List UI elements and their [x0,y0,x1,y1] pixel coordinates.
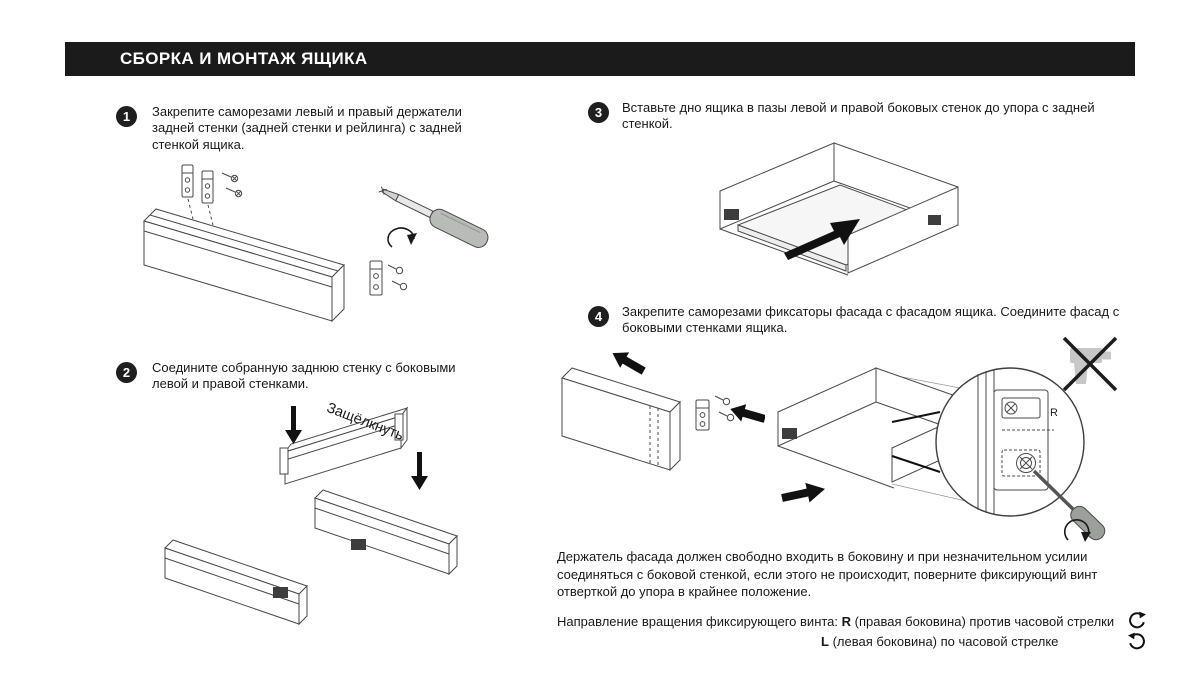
step-number: 1 [122,109,131,124]
assembled-back-panel [279,406,409,485]
page-title: СБОРКА И МОНТАЖ ЯЩИКА [120,49,368,68]
fixator-zoom-detail: R [935,367,1085,517]
fixator-r-label: R [1050,407,1058,419]
step-number: 4 [594,309,603,324]
step4-badge: 4 [588,306,609,327]
attach-arrow [612,352,646,375]
direction-l-text: (левая боковина) по часовой стрелке [832,634,1059,649]
drawer-left-wall [719,142,835,230]
direction-r-text: (правая боковина) против часовой стрелки [854,614,1115,629]
direction-label: Направление вращения фиксирующего винта: [557,614,839,629]
screw-icon [221,172,243,198]
step-number: 3 [594,105,603,120]
step-number: 2 [122,365,131,380]
direction-l-letter: L [821,634,829,649]
step3-badge: 3 [588,102,609,123]
step2-text: Соедините собранную заднюю стенку с боко… [152,360,456,392]
step3-illustration [719,142,959,276]
step1-illustration [143,164,489,323]
facade-fixator [695,395,735,431]
right-side-panel [314,489,458,576]
push-arrow [781,482,826,503]
back-wall-holders [181,164,214,204]
insert-arrow [784,219,860,260]
screwdriver-icon [378,186,489,248]
adjust-screwdriver-icon [1032,469,1106,542]
right-holder [369,260,408,296]
step2-badge: 2 [116,362,137,383]
step1-text: Закрепите саморезами левый и правый держ… [152,104,462,152]
back-panel [143,208,345,323]
step2-illustration [164,406,458,626]
step4-text: Закрепите саморезами фиксаторы фасада с … [622,304,1120,336]
attach-arrow [730,404,765,423]
clockwise-arrow-icon [1128,632,1145,650]
title-bar: СБОРКА И МОНТАЖ ЯЩИКА [65,42,1135,76]
facade-fit-note: Держатель фасада должен свободно входить… [557,549,1098,600]
down-arrow [285,406,302,444]
no-power-screwdriver-icon [1062,336,1118,392]
step1-badge: 1 [116,106,137,127]
down-arrow [411,452,428,490]
step3-text: Вставьте дно ящика в пазы левой и правой… [622,100,1095,132]
step4-facade-illustration [561,352,765,472]
step4-drawer-illustration: R [777,336,1118,542]
counterclockwise-arrow-icon [1129,611,1146,629]
direction-note: Направление вращения фиксирующего винта:… [557,612,1157,652]
direction-r-letter: R [841,614,852,629]
left-side-panel [164,539,308,626]
